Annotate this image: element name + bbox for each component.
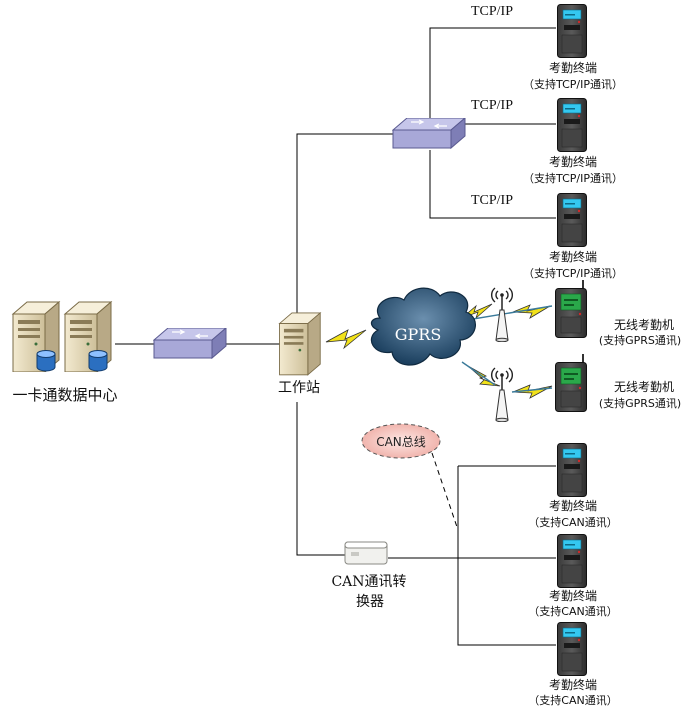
data-center-servers-icon (12, 301, 112, 372)
tcp-terminal-name: 考勤终端 (548, 155, 597, 169)
can-converter-icon (344, 541, 388, 565)
gprs-terminal-icon (555, 280, 588, 338)
can-terminal-name: 考勤终端 (548, 499, 597, 513)
gprs-cloud-icon (370, 287, 476, 366)
can-terminal-icon (557, 534, 587, 588)
connection-lines (115, 27, 556, 646)
can-terminal-note: （支持CAN通讯） (528, 605, 618, 618)
can-terminal-icon (557, 443, 587, 497)
gprs-terminal-icon (555, 354, 588, 412)
core-switch-icon (153, 328, 227, 359)
tcp-terminal-name: 考勤终端 (548, 250, 597, 264)
wireless-terminal-note: (支持GPRS通讯) (598, 397, 682, 410)
can-terminal-note: （支持CAN通讯） (528, 694, 618, 707)
can-converter-label-line1: CAN通讯转 (331, 574, 407, 590)
tcp-terminal-icon (557, 98, 587, 152)
tcp-terminal-note: （支持TCP/IP通讯） (523, 267, 623, 280)
can-bus-bubble-icon (361, 423, 459, 531)
can-bus-label: CAN总线 (376, 435, 426, 449)
tcp-protocol-label: TCP/IP (470, 193, 513, 208)
workstation-label: 工作站 (278, 380, 320, 396)
can-terminal-name: 考勤终端 (548, 589, 597, 603)
tcp-protocol-label: TCP/IP (470, 4, 513, 19)
antenna-tower-icon (490, 367, 514, 422)
wireless-terminal-note: (支持GPRS通讯) (598, 334, 682, 347)
tcp-terminal-note: （支持TCP/IP通讯） (523, 78, 623, 91)
tcp-terminal-icon (557, 4, 587, 58)
tcp-protocol-label: TCP/IP (470, 98, 513, 113)
can-terminal-icon (557, 622, 587, 676)
wireless-terminal-name: 无线考勤机 (613, 380, 674, 394)
tcp-terminal-note: （支持TCP/IP通讯） (523, 172, 623, 185)
tcp-switch-icon (392, 118, 466, 149)
tcp-terminal-icon (557, 193, 587, 247)
wireless-terminal-name: 无线考勤机 (613, 318, 674, 332)
workstation-icon (279, 312, 321, 376)
data-center-label: 一卡通数据中心 (12, 386, 118, 404)
can-converter-label-line2: 换器 (356, 594, 384, 610)
tcp-terminal-name: 考勤终端 (548, 61, 597, 75)
can-terminal-note: （支持CAN通讯） (528, 516, 618, 529)
can-terminal-name: 考勤终端 (548, 678, 597, 692)
gprs-label: GPRS (395, 325, 442, 344)
